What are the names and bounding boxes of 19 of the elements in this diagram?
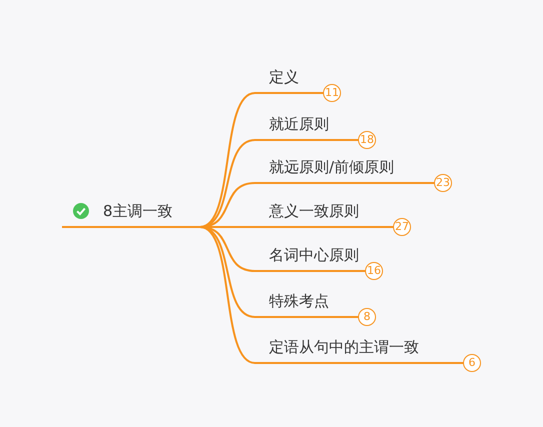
- branch-line: [200, 92, 256, 228]
- count-badge: 18: [358, 131, 376, 149]
- branch-line: [200, 226, 256, 364]
- topic-label: 定语从句中的主谓一致: [269, 338, 419, 356]
- topic-label: 就近原则: [269, 115, 329, 133]
- count-badge: 23: [434, 174, 452, 192]
- topic-label: 名词中心原则: [269, 246, 359, 264]
- count-badge: 8: [358, 308, 376, 326]
- topic-label: 8主调一致: [103, 202, 173, 220]
- root-topic: [62, 200, 200, 228]
- branch-line: [200, 226, 256, 318]
- count-badge: 16: [365, 262, 383, 280]
- topic-label: 定义: [269, 68, 299, 86]
- count-badge: 27: [393, 218, 411, 236]
- count-badge: 11: [323, 84, 341, 102]
- topic-label: 特殊考点: [269, 292, 329, 310]
- topic-label: 意义一致原则: [269, 202, 359, 220]
- count-badge: 6: [463, 354, 481, 372]
- topic-label: 就远原则/前倾原则: [269, 158, 394, 176]
